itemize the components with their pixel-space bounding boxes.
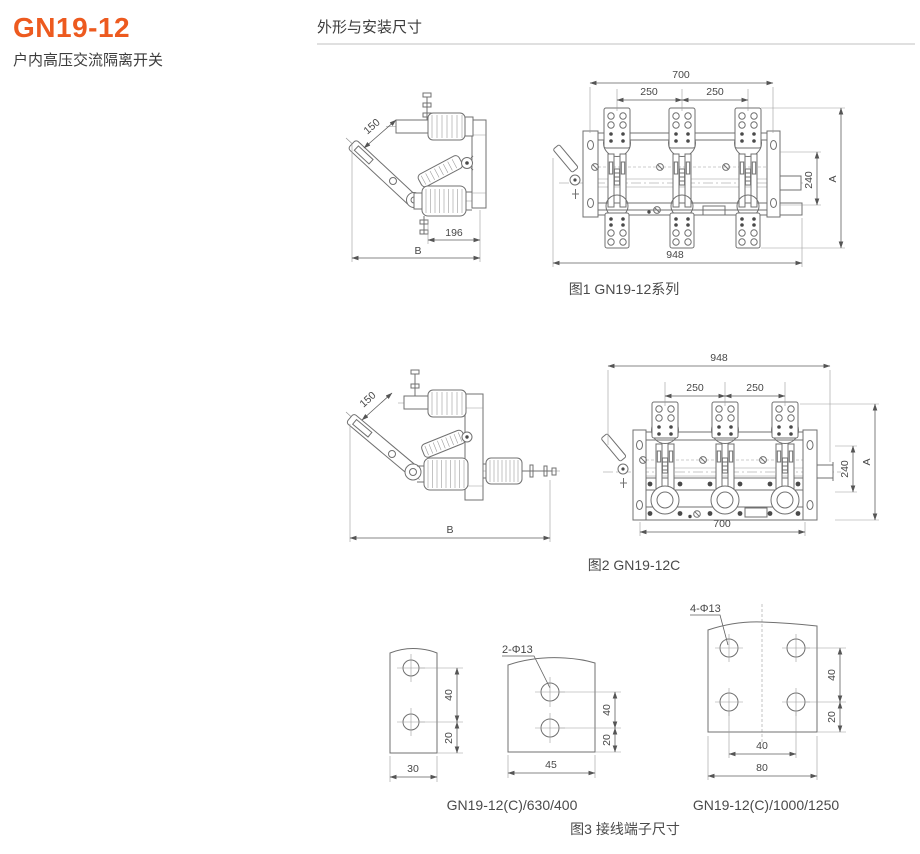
dim-label-20: 20 (443, 732, 455, 744)
dim-label-45: 45 (545, 759, 557, 771)
figure3-medium-plate-drawing: 2-Φ13 40 20 45 (502, 644, 621, 778)
figure3-model-label-630-400: GN19-12(C)/630/400 (446, 797, 578, 813)
dim-label-B: B (446, 524, 453, 536)
figure1-side-view-drawing: 150 196 B (345, 92, 487, 262)
figure2-front-view-drawing: 948 250 250 240 A 700 (601, 352, 879, 536)
figure1-front-view-drawing: 700 250 250 240 A 948 (552, 69, 845, 267)
dim-label-40: 40 (601, 704, 613, 716)
dim-label-240: 240 (803, 171, 815, 189)
dim-label-B: B (414, 245, 421, 257)
dim-label-196: 196 (445, 227, 463, 239)
figure2-caption: 图2 GN19-12C (587, 557, 681, 573)
figure1-caption: 图1 GN19-12系列 (568, 281, 680, 297)
dim-label-700: 700 (672, 69, 690, 81)
hole-callout-2xphi13: 2-Φ13 (502, 644, 533, 656)
figure2-side-view-drawing: 150 B (345, 369, 562, 542)
dim-label-40-vertical: 40 (826, 669, 838, 681)
dim-label-20: 20 (826, 711, 838, 723)
dim-label-250-left: 250 (686, 382, 704, 394)
section-heading: 外形与安装尺寸 (317, 19, 423, 36)
dim-label-40: 40 (443, 689, 455, 701)
figure3-large-plate-drawing: 4-Φ13 40 20 40 80 (690, 603, 846, 780)
dim-label-250-right: 250 (706, 86, 724, 98)
frame-bolt-dots (647, 481, 801, 516)
page-subtitle: 户内高压交流隔离开关 (13, 52, 164, 69)
dim-label-A: A (827, 175, 839, 182)
dim-label-150: 150 (357, 389, 378, 410)
figure3-caption: 图3 接线端子尺寸 (570, 821, 680, 837)
section-divider (317, 43, 915, 45)
dim-label-700: 700 (713, 518, 731, 530)
dim-label-240: 240 (839, 460, 851, 478)
dim-label-30: 30 (407, 763, 419, 775)
figure3-small-plate-drawing: 40 20 30 (389, 648, 463, 782)
page-title: GN19-12 (13, 12, 131, 43)
hole-callout-4xphi13: 4-Φ13 (690, 603, 721, 615)
dim-label-250-left: 250 (640, 86, 658, 98)
figure3-model-label-1000-1250: GN19-12(C)/1000/1250 (692, 797, 840, 813)
dim-label-250-right: 250 (746, 382, 764, 394)
dim-label-948: 948 (666, 249, 684, 261)
dim-label-A: A (861, 458, 873, 465)
dim-label-40-horizontal: 40 (756, 740, 768, 752)
dim-label-80: 80 (756, 762, 768, 774)
dim-label-948: 948 (710, 352, 728, 364)
dim-label-20: 20 (601, 734, 613, 746)
